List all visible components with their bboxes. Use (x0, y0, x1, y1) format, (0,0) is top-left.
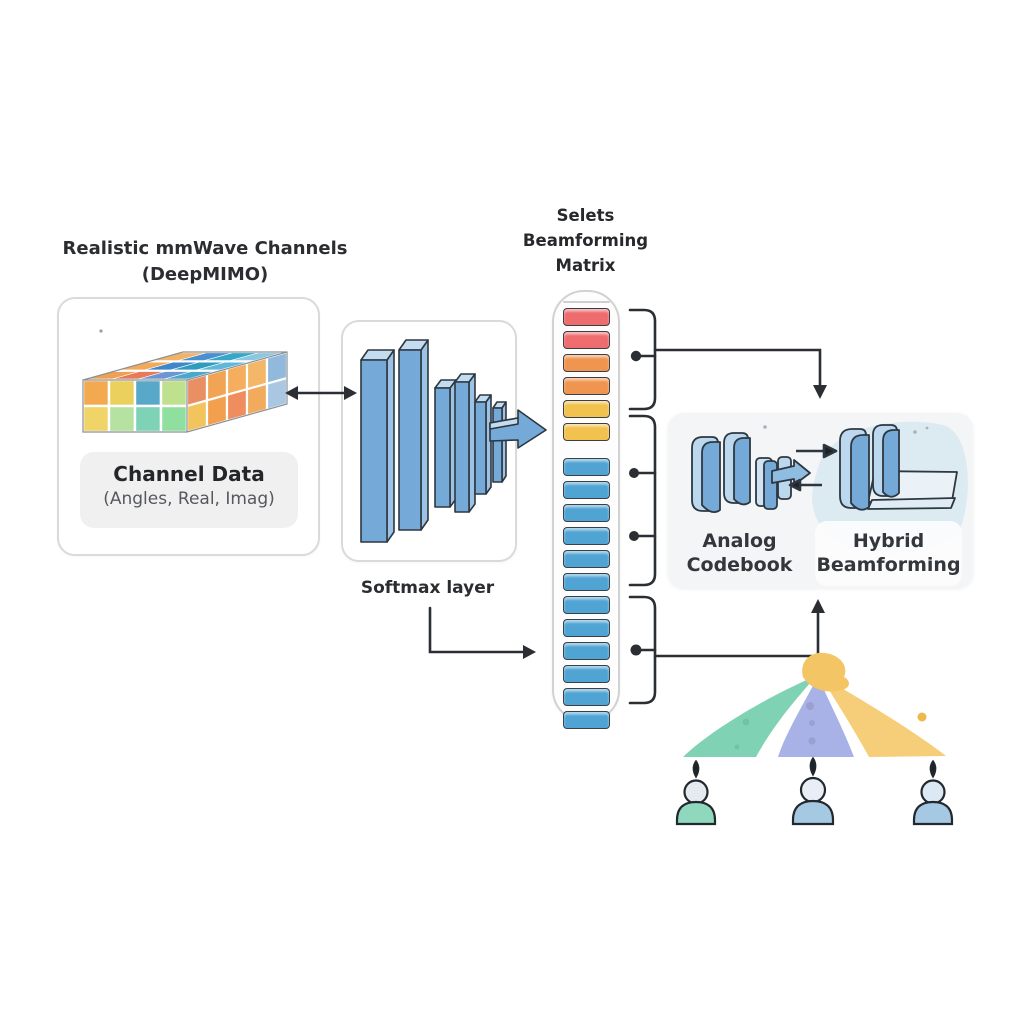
matrix-title-line2: Beamforming (522, 231, 649, 250)
matrix-to-panel-top-arrow (653, 348, 822, 388)
arrowhead-up-icon (811, 599, 825, 613)
matrix-bar-blue (562, 550, 610, 568)
arrowhead-softmax-icon (523, 645, 536, 659)
input-box: Channel Data (Angles, Real, Imag) (57, 297, 320, 556)
user-marker-icon (929, 759, 937, 779)
matrix-bar-blue (562, 573, 610, 591)
connector-dot (629, 531, 639, 541)
analog-label-line2: Codebook (686, 554, 793, 576)
matrix-title-line3: Matrix (555, 256, 616, 275)
matrix-bar-blue (562, 504, 610, 522)
hybrid-label-line1: Hybrid (852, 530, 925, 552)
beam-apex-blob (802, 652, 850, 692)
beamforming-panel: Analog Codebook Hybrid Beamforming (668, 413, 973, 588)
hybrid-beamforming-label: Hybrid Beamforming (815, 521, 962, 586)
user-marker-icon (692, 759, 700, 779)
channel-tensor-illustration (77, 329, 293, 434)
users-beams-illustration (675, 652, 954, 826)
channel-data-subtitle: (Angles, Real, Imag) (103, 489, 275, 509)
connector-dot (630, 644, 642, 656)
softmax-caption: Softmax layer (360, 578, 495, 598)
channel-data-label: Channel Data (Angles, Real, Imag) (80, 452, 298, 528)
input-title: Realistic mmWave Channels (DeepMIMO) (45, 236, 365, 288)
beam-yellow (821, 676, 946, 757)
matrix-bar-blue (562, 527, 610, 545)
arrowhead-down-icon (813, 385, 827, 399)
connector-dot (629, 468, 639, 478)
network-layers-illustration (360, 339, 507, 543)
beamforming-matrix-column (552, 290, 620, 729)
beam-purple (778, 676, 854, 757)
matrix-bar-orange (562, 354, 610, 372)
matrix-title: Selets Beamforming Matrix (503, 203, 668, 278)
channel-data-title: Channel Data (113, 462, 265, 486)
analog-codebook-label: Analog Codebook (672, 529, 807, 577)
exchange-arrows-icon (788, 443, 838, 492)
analog-label-line1: Analog (702, 530, 777, 552)
panel-illustration (691, 421, 968, 554)
matrix-bar-blue (562, 665, 610, 683)
matrix-bar-yellow (562, 400, 610, 418)
network-box (341, 320, 517, 562)
user-left (675, 759, 717, 826)
matrix-bar-blue (562, 481, 610, 499)
softmax-to-matrix-arrow (428, 606, 526, 654)
connector-dot (630, 350, 642, 362)
input-title-line1: Realistic mmWave Channels (62, 238, 348, 259)
matrix-bar-blue (562, 711, 610, 729)
matrix-bar-yellow (562, 423, 610, 441)
matrix-bar-blue (562, 458, 610, 476)
hybrid-label-line2: Beamforming (816, 554, 961, 576)
matrix-bar-blue (562, 688, 610, 706)
user-middle (791, 756, 835, 826)
matrix-bar-red (562, 331, 610, 349)
input-title-line2: (DeepMIMO) (141, 264, 269, 285)
analog-codebook-shape (691, 432, 811, 514)
beam-green (683, 676, 816, 757)
matrix-bar-blue (562, 596, 610, 614)
matrix-bar-orange (562, 377, 610, 395)
user-right (912, 759, 954, 826)
matrix-bar-red (562, 308, 610, 326)
matrix-bar-blue (562, 642, 610, 660)
user-marker-icon (809, 756, 817, 777)
hybrid-beamforming-shape (839, 424, 958, 511)
matrix-empty-slot (562, 301, 610, 303)
matrix-bar-blue (562, 619, 610, 637)
matrix-title-line1: Selets (556, 206, 615, 225)
